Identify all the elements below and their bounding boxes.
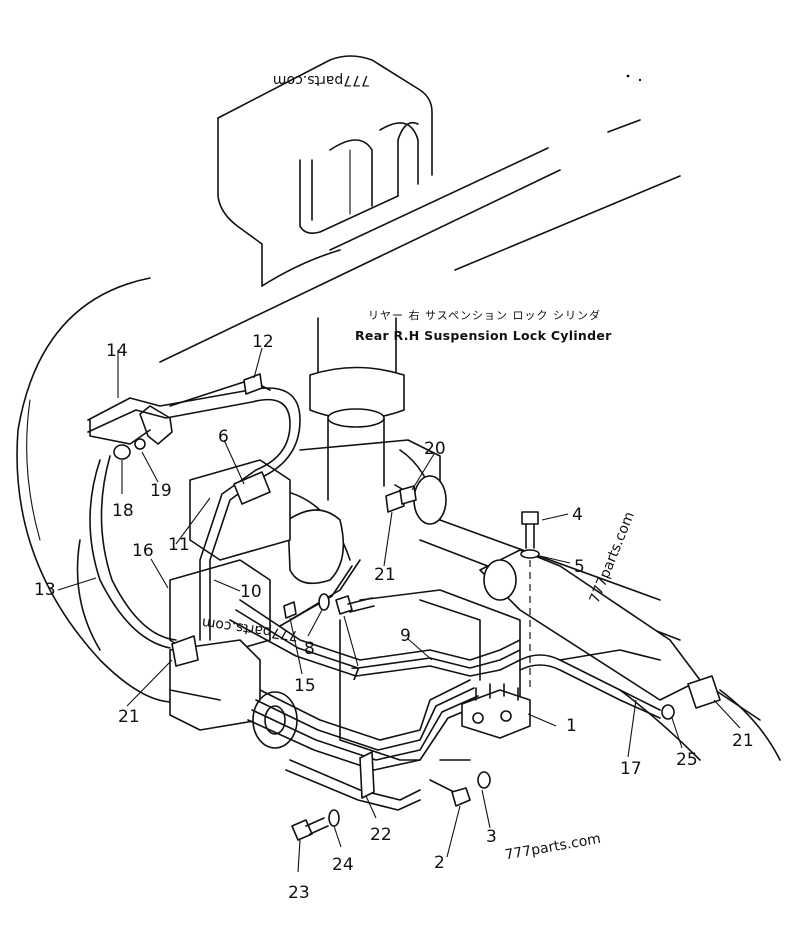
callout-25: 25 bbox=[676, 750, 698, 770]
callout-21: 21 bbox=[374, 565, 396, 585]
callout-2: 2 bbox=[434, 853, 445, 873]
callout-5: 5 bbox=[574, 557, 585, 577]
callout-8: 8 bbox=[304, 639, 315, 659]
caption-japanese: リヤー 右 サスペンション ロック シリンダ bbox=[368, 308, 601, 322]
callout-12: 12 bbox=[252, 332, 274, 352]
callout-9: 9 bbox=[400, 626, 411, 646]
callout-1: 1 bbox=[566, 716, 577, 736]
callout-14: 14 bbox=[106, 341, 128, 361]
speck bbox=[638, 78, 642, 82]
left-blocks bbox=[169, 459, 298, 749]
leader-lines bbox=[57, 347, 741, 873]
callout-11: 11 bbox=[168, 535, 190, 555]
watermark-text: 777parts.com bbox=[587, 510, 638, 606]
callout-21: 21 bbox=[732, 731, 754, 751]
callout-23: 23 bbox=[288, 883, 310, 903]
watermark-text: 777parts.com bbox=[273, 72, 370, 88]
callout-3: 3 bbox=[486, 827, 497, 847]
axle-beam bbox=[159, 119, 681, 363]
fasteners bbox=[113, 373, 721, 841]
caption-english: Rear R.H Suspension Lock Cylinder bbox=[355, 328, 612, 343]
callout-24: 24 bbox=[332, 855, 354, 875]
valve-block bbox=[461, 683, 531, 739]
callout-15: 15 bbox=[294, 676, 316, 696]
callout-4: 4 bbox=[572, 505, 583, 525]
speck bbox=[626, 74, 630, 78]
lock-cylinder bbox=[309, 317, 405, 501]
callout-22: 22 bbox=[370, 825, 392, 845]
callout-7: 7 bbox=[350, 665, 361, 685]
callout-13: 13 bbox=[34, 580, 56, 600]
wheel bbox=[16, 277, 781, 761]
callout-6: 6 bbox=[218, 427, 229, 447]
callout-20: 20 bbox=[424, 439, 446, 459]
callout-10: 10 bbox=[240, 582, 262, 602]
callout-16: 16 bbox=[132, 541, 154, 561]
callout-19: 19 bbox=[150, 481, 172, 501]
watermark-text: 777parts.com bbox=[504, 831, 602, 864]
callout-21: 21 bbox=[118, 707, 140, 727]
callout-18: 18 bbox=[112, 501, 134, 521]
upper-bracket bbox=[217, 55, 433, 287]
callout-17: 17 bbox=[620, 759, 642, 779]
